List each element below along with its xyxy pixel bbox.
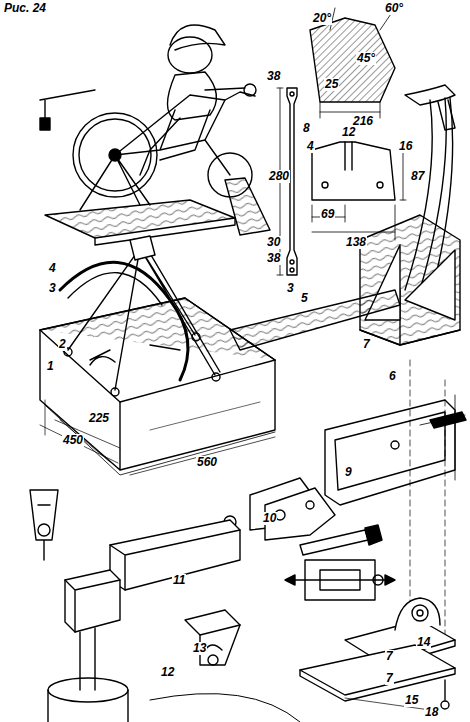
callout-number: 87 bbox=[410, 170, 425, 183]
callout-number: 4 bbox=[48, 262, 57, 275]
callout-number: 30 bbox=[266, 236, 281, 249]
callout-number: 45° bbox=[356, 52, 376, 65]
tube-11 bbox=[30, 490, 240, 722]
callout-number: 38 bbox=[266, 252, 281, 265]
callout-number: 25 bbox=[324, 78, 339, 91]
callout-number: 38 bbox=[266, 70, 281, 83]
base-block bbox=[40, 298, 275, 475]
rider-scene bbox=[40, 25, 270, 245]
callout-number: 560 bbox=[196, 456, 218, 469]
callout-number: 8 bbox=[302, 122, 311, 135]
travel-arrow bbox=[285, 560, 395, 600]
clamp-9 bbox=[325, 360, 466, 640]
callout-number: 15 bbox=[404, 694, 419, 707]
callout-number: 3 bbox=[48, 282, 57, 295]
callout-number: 69 bbox=[320, 208, 335, 221]
callout-number: 13 bbox=[192, 642, 207, 655]
callout-number: 5 bbox=[300, 292, 309, 305]
callout-number: 2 bbox=[58, 338, 67, 351]
callout-number: 60° bbox=[384, 2, 404, 15]
tripod bbox=[60, 236, 220, 396]
callout-number: 9 bbox=[344, 466, 353, 479]
callout-number: 1 bbox=[46, 360, 55, 373]
beam-5 bbox=[230, 290, 400, 350]
callout-number: 225 bbox=[88, 412, 110, 425]
callout-number: 11 bbox=[172, 574, 186, 587]
callout-number: 7 bbox=[385, 672, 394, 685]
callout-number: 7 bbox=[362, 338, 371, 351]
callout-number: 12 bbox=[341, 126, 356, 139]
callout-number: 4 bbox=[306, 140, 315, 153]
bracket-part-4 bbox=[310, 8, 406, 240]
callout-number: 450 bbox=[62, 434, 84, 447]
callout-number: 10 bbox=[262, 512, 277, 525]
callout-number: 16 bbox=[398, 140, 413, 153]
caster-13 bbox=[150, 610, 300, 722]
callout-number: 3 bbox=[286, 282, 295, 295]
bearing-14 bbox=[300, 598, 455, 710]
plates-10 bbox=[224, 478, 383, 585]
callout-number: 138 bbox=[345, 236, 367, 249]
callout-number: 12 bbox=[160, 666, 175, 679]
callout-number: 7 bbox=[385, 650, 394, 663]
callout-number: 6 bbox=[388, 370, 397, 383]
callout-number: 20° bbox=[312, 12, 332, 25]
callout-number: 18 bbox=[424, 706, 439, 719]
figure-title: Рис. 24 bbox=[3, 2, 47, 15]
callout-number: 280 bbox=[268, 170, 290, 183]
callout-number: 14 bbox=[416, 636, 431, 649]
